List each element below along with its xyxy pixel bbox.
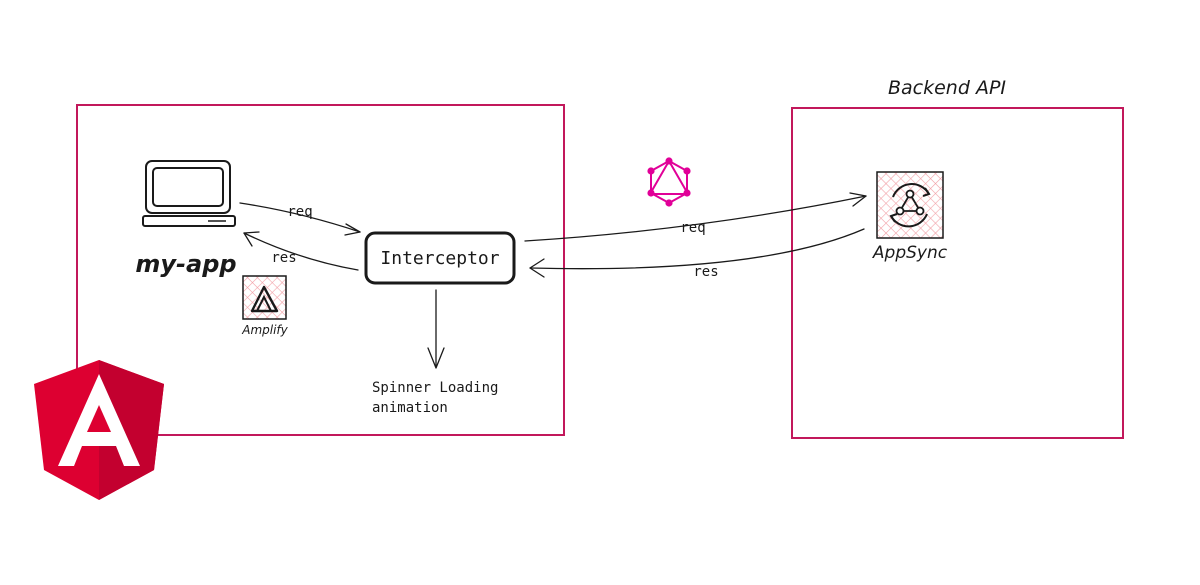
frontend-frame <box>76 104 565 436</box>
amplify-icon <box>242 275 287 320</box>
client-label: my-app <box>135 250 236 278</box>
arrow-appsync-to-interceptor <box>529 228 865 278</box>
arrow-interceptor-to-spinner <box>427 289 445 369</box>
edge-label-client-res: res <box>271 250 296 266</box>
backend-title: Backend API <box>888 77 1006 99</box>
interceptor-box <box>364 231 516 285</box>
spinner-label-line1: Spinner Loading <box>372 380 498 396</box>
appsync-icon <box>876 171 944 239</box>
angular-logo <box>34 360 164 500</box>
amplify-label: Amplify <box>241 323 288 337</box>
edge-label-appsync-res: res <box>693 264 718 280</box>
edge-label-appsync-req: req <box>680 220 705 236</box>
spinner-label-line2: animation <box>372 400 448 416</box>
computer-icon <box>142 160 236 227</box>
edge-label-client-req: req <box>287 204 312 220</box>
appsync-label: AppSync <box>872 243 948 263</box>
graphql-icon <box>647 157 691 207</box>
interceptor-label: Interceptor <box>380 248 499 269</box>
arrow-client-to-interceptor <box>239 202 361 236</box>
backend-frame <box>791 107 1124 439</box>
arrow-interceptor-to-client <box>243 231 359 271</box>
arrow-interceptor-to-appsync <box>524 192 867 242</box>
